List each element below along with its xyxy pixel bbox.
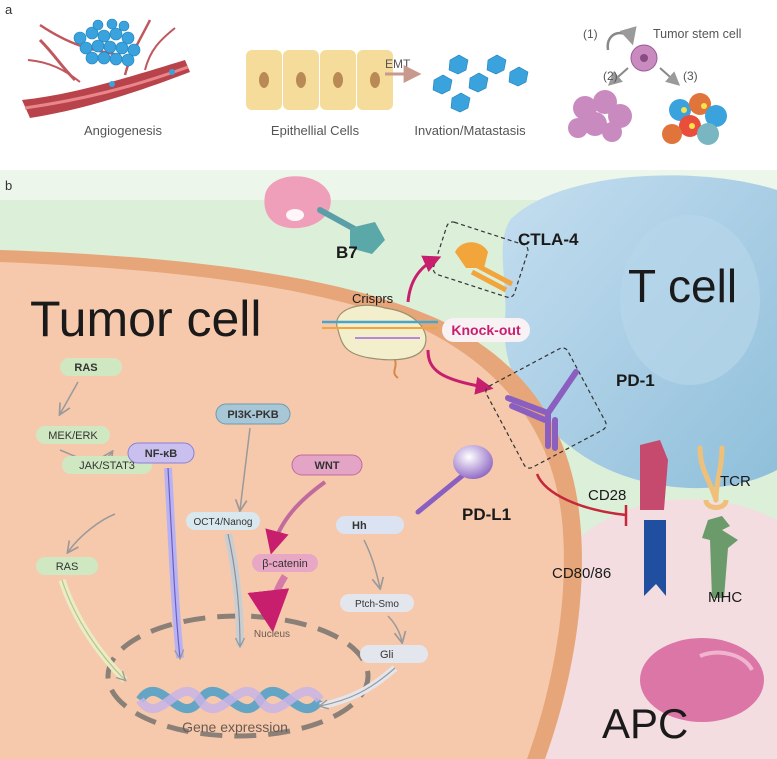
pd1-box xyxy=(485,347,607,469)
differentiated-cells xyxy=(568,90,632,142)
gli-node: Gli xyxy=(380,649,393,661)
crispr-to-ctla4-arrow xyxy=(406,255,442,303)
t-cell-label: T cell xyxy=(628,260,737,312)
b7-receptor xyxy=(317,207,385,254)
cd28-receptor xyxy=(640,440,668,510)
tumor-stem-cell-label: Tumor stem cell xyxy=(653,27,741,41)
wnt-node: WNT xyxy=(314,460,339,472)
knockout-badge xyxy=(442,318,530,342)
ptch-smo-node: Ptch-Smo xyxy=(355,599,399,610)
emt-label: EMT xyxy=(385,57,411,71)
ras-node: RAS xyxy=(74,362,97,374)
panel-a-label: a xyxy=(5,2,13,17)
oct4-node: OCT4/Nanog xyxy=(194,517,253,528)
pi3k-node: PI3K-PKB xyxy=(227,409,278,421)
apc-nucleus xyxy=(640,638,764,722)
epithelial-cells-label: Epithellial Cells xyxy=(271,123,360,138)
invasion-cells-illustration xyxy=(432,54,529,113)
pd1-label: PD-1 xyxy=(616,371,655,390)
crisprs-label: Crisprs xyxy=(352,291,394,306)
gene-expression-label: Gene expression xyxy=(182,719,288,735)
panel-b: b T cell Tumor cell Gene expression RAS xyxy=(0,170,777,759)
hh-pathway: Hh Ptch-Smo Gli xyxy=(320,516,428,706)
wnt-pathway: WNT β-catenin Nucleus xyxy=(247,454,363,640)
step2-arrow xyxy=(607,67,629,86)
step3-arrow xyxy=(659,67,681,86)
ctla4-label: CTLA-4 xyxy=(518,230,579,249)
ras2-node: RAS xyxy=(56,561,79,573)
apc-label: APC xyxy=(602,700,688,747)
small-immune-cell xyxy=(264,176,331,229)
nfkb-pathway: NF-κB xyxy=(127,442,195,658)
pi3k-pathway: PI3K-PKB OCT4/Nanog xyxy=(186,403,291,646)
cd28-label: CD28 xyxy=(588,487,626,504)
angiogenesis-illustration xyxy=(22,18,190,118)
jak-stat3-node: JAK/STAT3 xyxy=(79,460,135,472)
nucleus-label: Nucleus xyxy=(254,629,290,640)
pd1-receptor xyxy=(505,369,579,451)
mek-erk-node: MEK/ERK xyxy=(48,430,98,442)
heterogeneous-cells xyxy=(662,93,727,145)
panel-b-label: b xyxy=(5,178,12,193)
dna-helix xyxy=(136,687,324,713)
ctla4-box xyxy=(432,221,529,299)
tcr-label: TCR xyxy=(720,473,751,490)
crispr-cas9-illustration xyxy=(322,304,438,379)
step1-label: (1) xyxy=(583,27,598,41)
crispr-to-pd1-arrow xyxy=(426,349,494,395)
cd8086-label: CD80/86 xyxy=(552,565,611,582)
mhc-molecule xyxy=(702,516,738,598)
nfkb-node: NF-κB xyxy=(145,448,177,460)
tcr-receptor xyxy=(697,445,729,510)
self-renew-arrow xyxy=(606,26,637,51)
cd8086-ligand xyxy=(644,520,666,596)
step2-label: (2) xyxy=(603,69,618,83)
step3-label: (3) xyxy=(683,69,698,83)
tumor-cell xyxy=(0,262,564,759)
angiogenesis-label: Angiogenesis xyxy=(84,123,163,138)
pdl1-label: PD-L1 xyxy=(462,505,511,524)
epithelial-cells-illustration xyxy=(246,50,393,110)
tumor-cell-label: Tumor cell xyxy=(30,291,262,347)
panel-a: a Angiogenesis xyxy=(5,2,741,145)
inhibition-line xyxy=(535,473,627,517)
pdl1-ligand xyxy=(415,445,493,515)
invasion-label: Invation/Matastasis xyxy=(414,123,526,138)
ctla4-receptor xyxy=(455,242,514,293)
hh-node: Hh xyxy=(352,520,367,532)
ras-pathway: RAS MEK/ERK JAK/STAT3 RAS xyxy=(36,358,152,683)
mhc-label: MHC xyxy=(708,589,742,606)
b7-label: B7 xyxy=(336,243,358,262)
bcatenin-node: β-catenin xyxy=(262,558,307,570)
knockout-label: Knock-out xyxy=(451,322,521,338)
